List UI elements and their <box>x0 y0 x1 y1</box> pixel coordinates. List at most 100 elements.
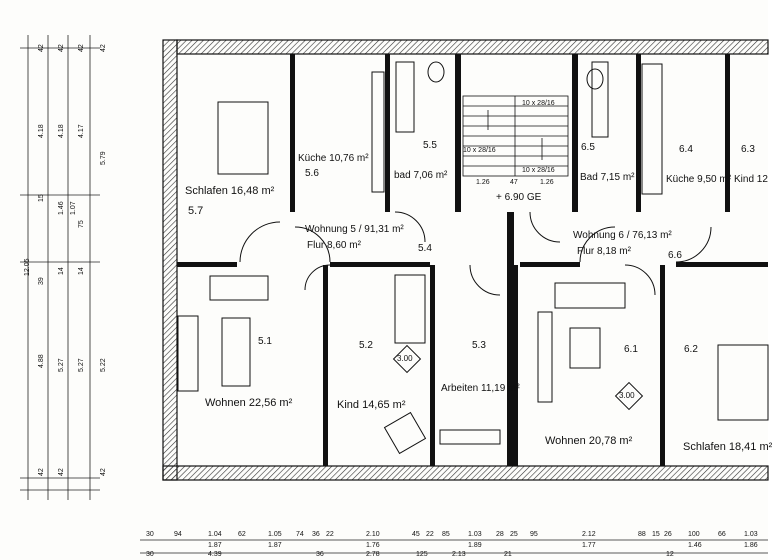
room-num-kueche-6: 6.4 <box>679 144 693 155</box>
dim-b1-21: 66 <box>718 531 726 538</box>
dim-b1-4: 1.05 <box>268 531 282 538</box>
toilet-bad-6 <box>586 68 604 90</box>
dim-b2-0: 1.87 <box>208 542 222 549</box>
room-num-schlafen-5: 5.7 <box>188 205 204 217</box>
table-wohnen-6 <box>569 327 601 369</box>
dim-b1-9: 45 <box>412 531 420 538</box>
dim-left-mid-0: 4.18 <box>38 124 45 138</box>
dim-left-mid-2: 4.17 <box>78 124 85 138</box>
room-name-bad-6: Bad 7,15 m² <box>580 172 635 183</box>
dim-left-mid-1: 4.18 <box>58 124 65 138</box>
dim-left-top-0: 42 <box>38 44 45 52</box>
counter-kueche-6 <box>641 63 663 195</box>
room-num-kind-6: 6.3 <box>741 144 755 155</box>
dim-b1-13: 28 <box>496 531 504 538</box>
dim-left-bottom-2: 42 <box>100 468 107 476</box>
stair-landing-left: 1.26 <box>476 179 490 186</box>
dim-b3-4: 125 <box>416 551 428 558</box>
dim-b1-8: 2.10 <box>366 531 380 538</box>
dim-b2-1: 1.87 <box>268 542 282 549</box>
room-name-kueche-6: Küche 9,50 m² <box>666 174 732 185</box>
dim-left-low-1: 14 <box>58 267 65 275</box>
bed-schlafen-6 <box>717 344 769 421</box>
height-label-left: 3.00 <box>397 354 413 363</box>
dim-b1-18: 15 <box>652 531 660 538</box>
room-name-schlafen-5: Schlafen 16,48 m² <box>185 185 275 197</box>
dim-left-top-1: 42 <box>58 44 65 52</box>
dim-b2-6: 1.86 <box>744 542 758 549</box>
chairs-wohnen-5 <box>209 275 269 301</box>
bed-kind-5 <box>394 274 426 344</box>
room-num-wohnen-6: 6.1 <box>624 344 638 355</box>
desk-arbeiten-5 <box>439 429 501 445</box>
dim-b1-7: 22 <box>326 531 334 538</box>
dim-bottom-row1: 30 94 1.04 62 1.05 74 36 22 2.10 45 22 8… <box>146 531 768 540</box>
room-num-kind-5: 5.2 <box>359 340 373 351</box>
dim-b3-3: 2.78 <box>366 551 380 558</box>
toilet-bad-5 <box>427 61 445 83</box>
dim-left-small-2: 1.07 <box>70 201 77 215</box>
dim-b1-1: 94 <box>174 531 182 538</box>
room-num-flur-5: 5.4 <box>418 243 432 254</box>
dim-b1-0: 30 <box>146 531 154 538</box>
dim-b3-1: 4.39 <box>208 551 222 558</box>
interior-walls <box>177 54 768 466</box>
room-name-arbeiten-5: Arbeiten 11,19 m² <box>441 383 520 394</box>
room-name-kueche-5: Küche 10,76 m² <box>298 153 369 164</box>
dim-left-small-3: 75 <box>78 220 85 228</box>
dim-left-big-4: 5.22 <box>100 358 107 372</box>
room-name-kind-6: Kind 12 <box>734 174 768 185</box>
dim-b1-11: 85 <box>442 531 450 538</box>
dim-left-top-3: 42 <box>100 44 107 52</box>
dim-left-big-3: 5.27 <box>78 358 85 372</box>
room-num-wohnen-5: 5.1 <box>258 336 272 347</box>
room-name-bad-5: bad 7,06 m² <box>394 170 448 181</box>
dim-left-top-2: 42 <box>78 44 85 52</box>
dim-b3-7: 12 <box>666 551 674 558</box>
stair-step-bottom-right: 10 x 28/16 <box>522 167 555 174</box>
dim-left-low-2: 14 <box>78 267 85 275</box>
desk-kind-5 <box>383 411 427 455</box>
dim-b2-4: 1.77 <box>582 542 596 549</box>
tub-bad-6 <box>591 61 609 138</box>
staircase <box>462 95 569 177</box>
exterior-walls <box>162 39 769 481</box>
room-num-bad-5: 5.5 <box>423 140 437 151</box>
sofa-wohnen-6 <box>537 311 553 403</box>
chairs-wohnen-6 <box>554 282 626 309</box>
unit-label-wohnung-5: Wohnung 5 / 91,31 m² <box>305 224 404 235</box>
dim-b1-14: 25 <box>510 531 518 538</box>
sofa-wohnen-5 <box>177 315 199 392</box>
dim-left-bottom-1: 42 <box>58 468 65 476</box>
room-num-arbeiten-5: 5.3 <box>472 340 486 351</box>
dim-left-big-1: 4.88 <box>38 354 45 368</box>
door-swings <box>239 211 712 296</box>
stair-level: + 6.90 GE <box>496 192 542 203</box>
furniture <box>177 61 769 455</box>
dim-left-big-2: 5.27 <box>58 358 65 372</box>
dim-b1-3: 62 <box>238 531 246 538</box>
room-name-wohnen-6: Wohnen 20,78 m² <box>545 435 633 447</box>
stair-landing-right: 1.26 <box>540 179 554 186</box>
room-name-flur-5: Flur 8,60 m² <box>307 240 361 251</box>
dim-b3-2: 36 <box>316 551 324 558</box>
dim-b1-17: 88 <box>638 531 646 538</box>
stair-step-top-right: 10 x 28/16 <box>522 100 555 107</box>
dim-b1-6: 36 <box>312 531 320 538</box>
bed-schlafen-5 <box>217 101 269 175</box>
dim-b3-5: 2.13 <box>452 551 466 558</box>
dim-b1-12: 1.03 <box>468 531 482 538</box>
dim-left-small-0: 15 <box>38 194 45 202</box>
dim-b3-6: 21 <box>504 551 512 558</box>
dim-left-mid-3: 5.79 <box>100 151 107 165</box>
room-name-schlafen-6: Schlafen 18,41 m² <box>683 441 772 453</box>
stair-step-top-left: 10 x 28/16 <box>463 147 496 154</box>
room-name-kind-5: Kind 14,65 m² <box>337 399 406 411</box>
dim-b1-15: 95 <box>530 531 538 538</box>
dim-b1-5: 74 <box>296 531 304 538</box>
dim-b2-3: 1.89 <box>468 542 482 549</box>
unit-label-wohnung-6: Wohnung 6 / 76,13 m² <box>573 230 672 241</box>
dim-b1-2: 1.04 <box>208 531 222 538</box>
